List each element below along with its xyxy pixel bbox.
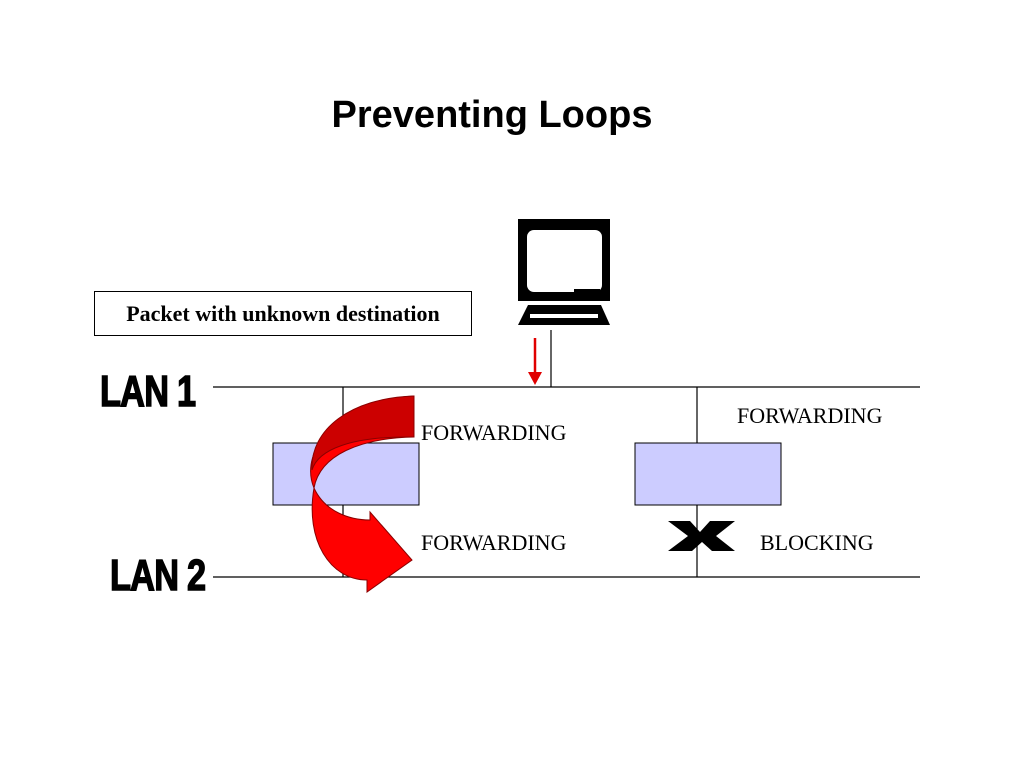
bridge1 [272,442,420,506]
bridge2 [634,442,782,506]
loop-arrow-icon [310,395,415,593]
bridge2-top-port-state: FORWARDING [737,403,883,428]
blocked-x-icon [668,521,735,551]
lan2-label: LAN 2 [109,550,206,601]
bridge2-bottom-port-state: BLOCKING [760,530,874,555]
bridge1-top-port-state: FORWARDING [421,420,567,445]
slide-title: Preventing Loops [331,94,653,136]
lan1-label: LAN 1 [99,366,196,417]
bridge1-bottom-port-state: FORWARDING [421,530,567,555]
computer-icon [518,219,610,325]
packet-arrow-icon [528,338,542,385]
packet-callout: Packet with unknown destination [94,291,472,336]
